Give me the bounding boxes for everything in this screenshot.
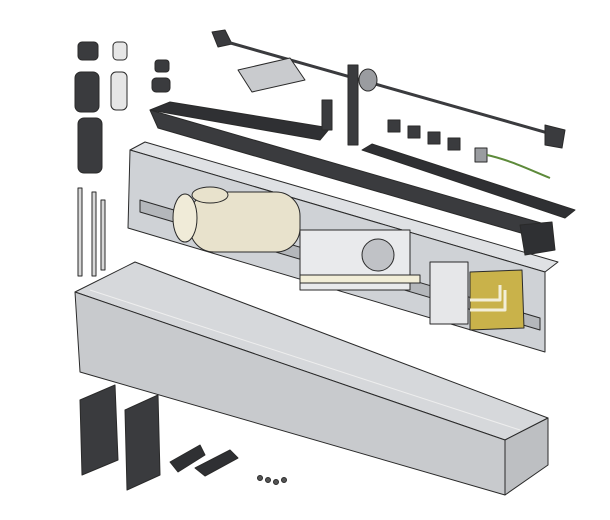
screws <box>257 475 287 485</box>
connecting-rod-assembly <box>211 29 566 149</box>
motor-gearbox <box>172 186 421 291</box>
clips-and-cable <box>361 119 576 219</box>
cover-profile <box>74 261 549 496</box>
end-caps <box>79 384 239 491</box>
spacer-parts <box>74 41 171 277</box>
operator-arm <box>149 99 556 256</box>
control-board <box>429 261 525 331</box>
